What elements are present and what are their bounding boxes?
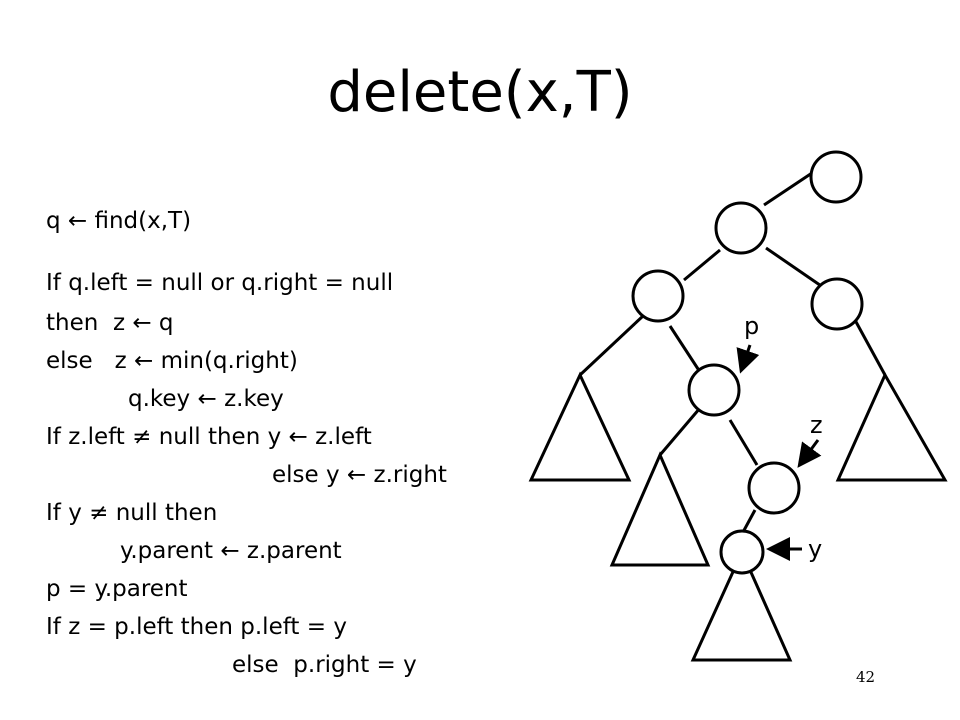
code-line: If z.left ≠ null then y ← z.left [46,424,372,450]
node-label-z: z [810,411,823,439]
slide-title: delete(x,T) [327,60,633,125]
tree-node [714,201,768,255]
tree-node [810,277,864,331]
code-line: If q.left = null or q.right = null [46,270,394,296]
code-line: else z ← min(q.right) [46,348,298,374]
code-line: p = y.parent [46,576,188,602]
tree-edge [853,319,887,376]
node-label-p: p [744,312,759,340]
node-label-y: y [808,535,822,563]
code-line: q.key ← z.key [128,386,284,412]
pointer-arrow-z [797,439,822,468]
code-line: If y ≠ null then [46,500,218,526]
code-line: y.parent ← z.parent [120,538,342,564]
subtree-triangle [609,451,711,567]
code-line: else y ← z.right [272,462,447,488]
code-line: then z ← q [46,310,174,336]
pointer-arrow-p [736,344,760,374]
page-number: 42 [856,668,876,686]
tree-edge [668,325,702,373]
tree-edge [728,419,759,466]
code-line: q ← find(x,T) [46,208,192,234]
code-line: else p.right = y [232,652,417,678]
tree-node-y [719,529,765,575]
tree-node-z [747,461,801,515]
subtree-triangle [690,548,793,662]
tree-edge [683,248,721,282]
tree-node [809,150,863,204]
subtree-triangle [528,371,632,482]
tree-node [631,269,685,323]
tree-edge [578,314,645,377]
tree-node-p [687,363,741,417]
tree-edge [658,407,702,456]
subtree-triangle [835,371,948,482]
code-line: If z = p.left then p.left = y [46,614,347,640]
tree-edge [763,171,813,207]
